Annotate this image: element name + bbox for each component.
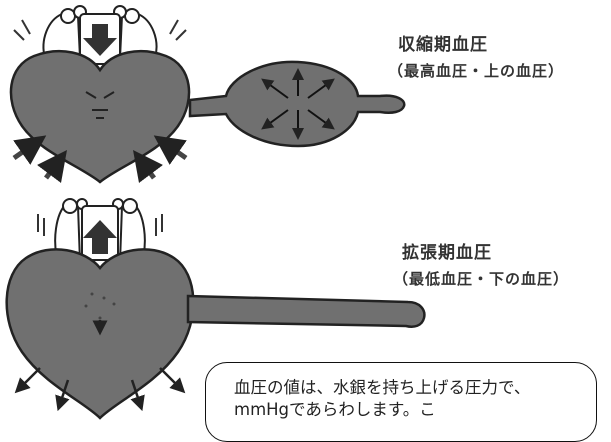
expanded-heart — [5, 248, 195, 420]
down-arrow-icon — [83, 24, 117, 56]
heart-expansion-arrows — [14, 320, 186, 412]
explanation-callout: 血圧の値は、水銀を持ち上げる圧力で、mmHgであらわします。こ — [205, 362, 597, 442]
strain-marks — [85, 91, 115, 119]
heart-texture — [84, 292, 116, 320]
systolic-subtitle: （最高血圧・上の血圧） — [388, 62, 565, 80]
motion-lines — [13, 19, 187, 41]
up-arrow-icon — [83, 220, 117, 254]
motion-lines-lower — [37, 214, 163, 236]
narrow-vessel — [186, 294, 426, 328]
diastolic-illustration — [5, 198, 426, 420]
blood-pressure-diagram — [5, 5, 426, 420]
explanation-text: 血圧の値は、水銀を持ち上げる圧力で、mmHgであらわします。こ — [234, 378, 531, 419]
systolic-illustration — [9, 5, 406, 184]
inward-squeeze-arrows — [12, 135, 188, 183]
outward-pressure-arrows — [261, 68, 335, 140]
diastolic-subtitle: （最低血圧・下の血圧） — [393, 270, 570, 288]
expanded-vessel — [188, 60, 406, 148]
contracted-heart — [9, 49, 191, 184]
relaxed-hands — [54, 198, 146, 263]
diastolic-title: 拡張期血圧 — [402, 243, 492, 263]
systolic-title: 収縮期血圧 — [398, 35, 488, 55]
